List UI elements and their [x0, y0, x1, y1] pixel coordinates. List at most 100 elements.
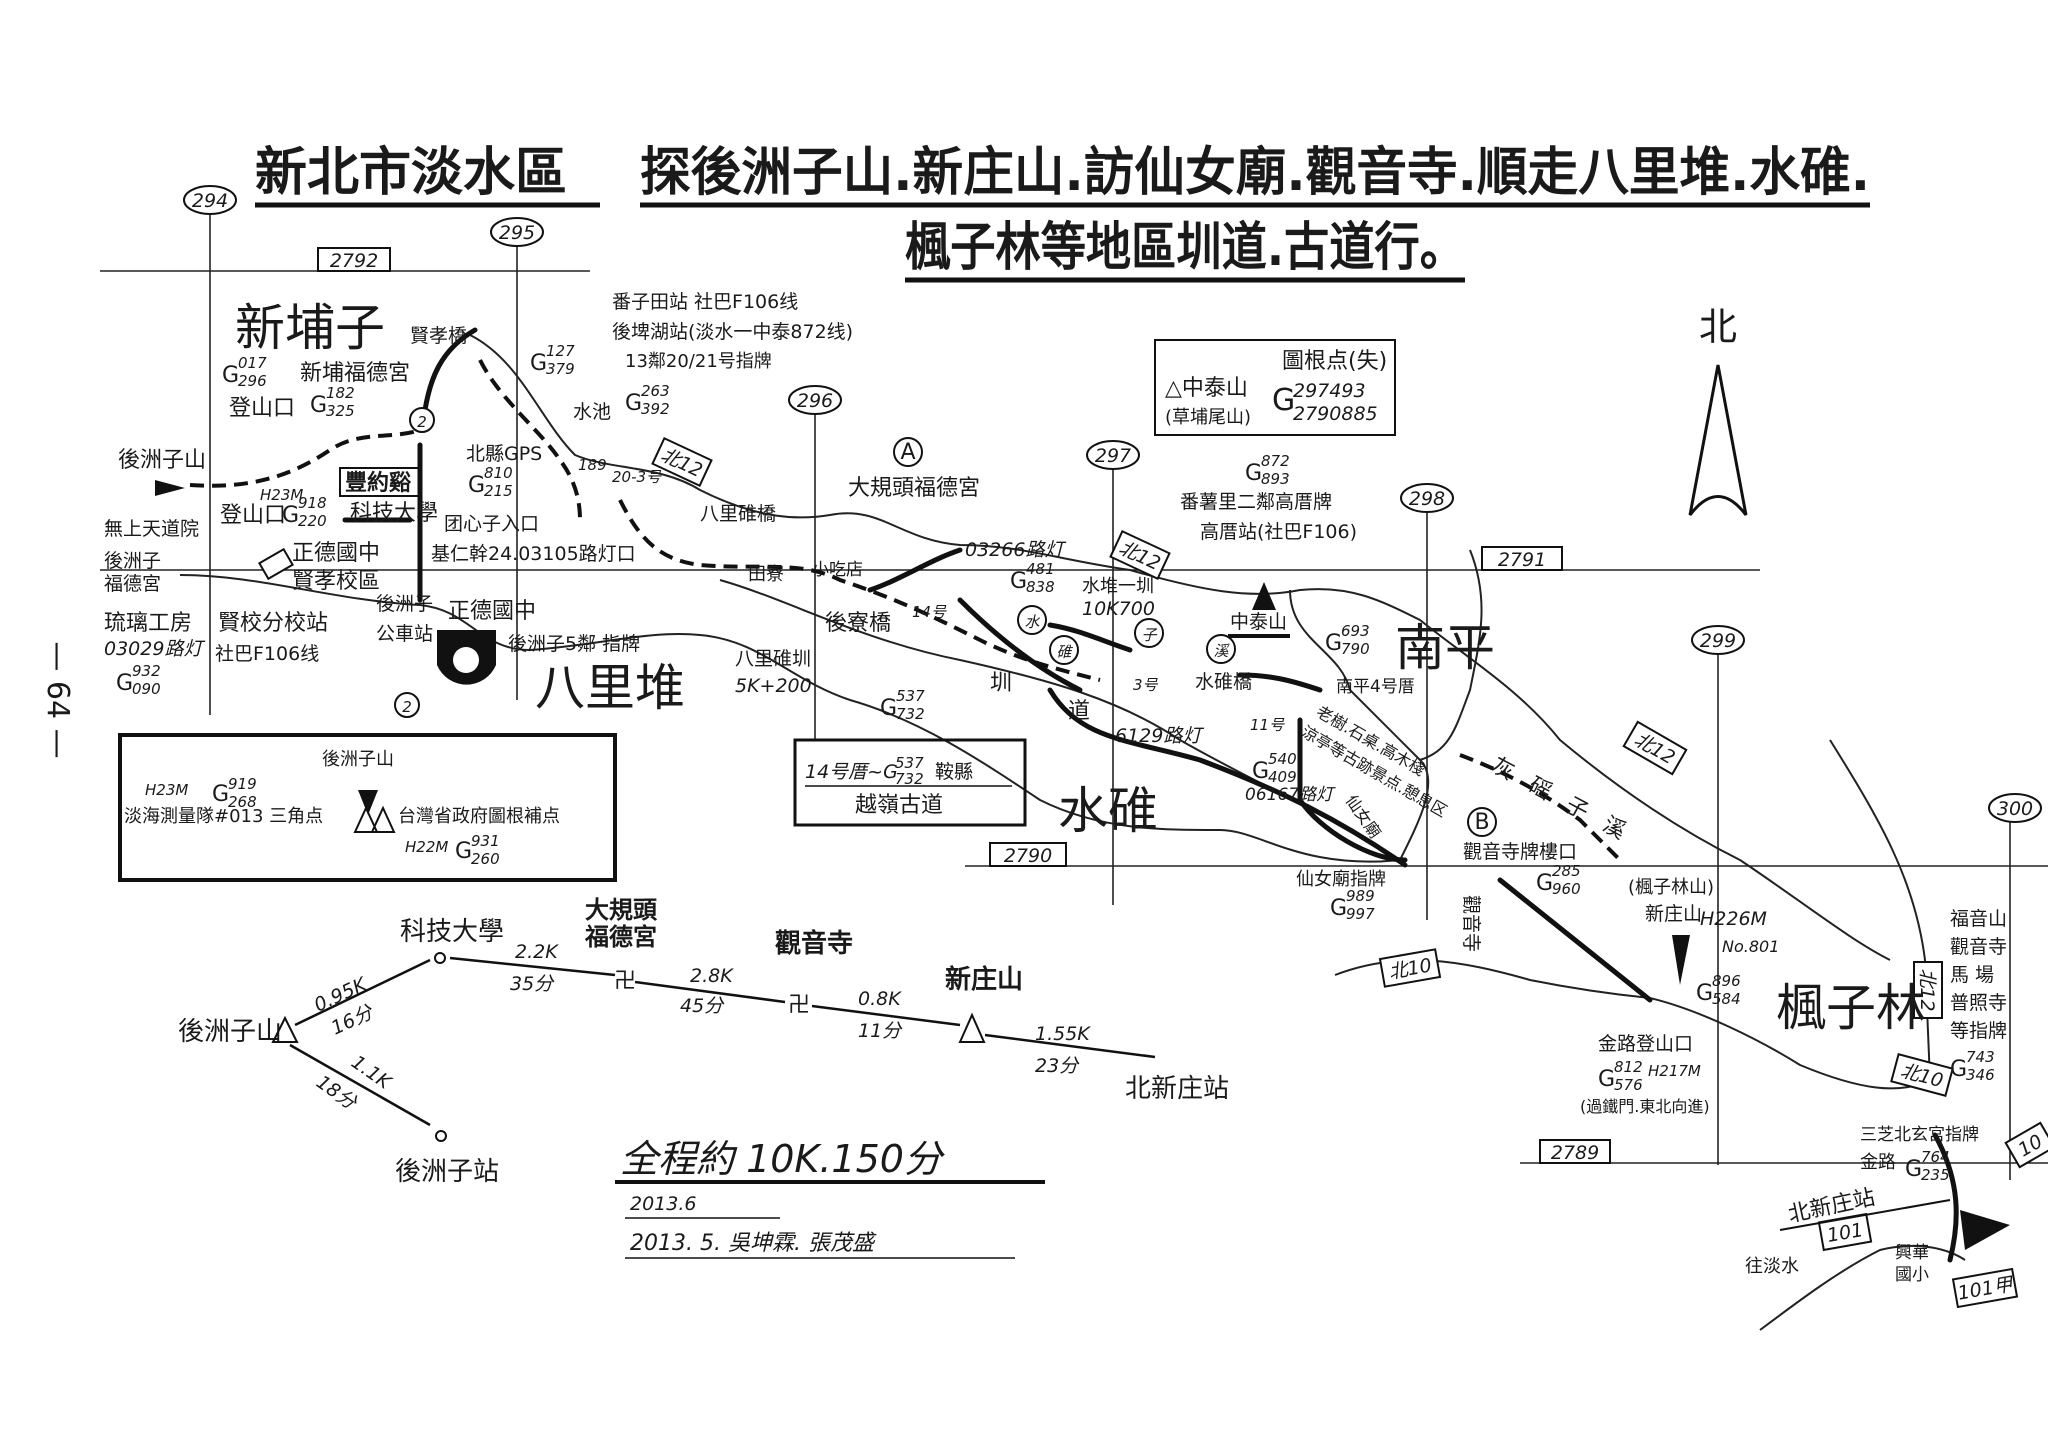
map-mark [490, 217, 544, 247]
map-label: 琉璃工房 [104, 611, 192, 636]
map-label: 2.2K [515, 941, 559, 963]
map-label: G [1252, 759, 1269, 784]
map-label: 淡海測量隊#013 三角点 [124, 806, 323, 827]
map-label: 295 [499, 222, 535, 244]
map-label: 賢孝校區 [292, 569, 380, 594]
map-label: 1.1K [347, 1051, 396, 1094]
peak-flag-icon [155, 480, 185, 496]
map-label: G [222, 363, 239, 388]
nanping-path [1289, 589, 1430, 861]
map-label: H23M [260, 486, 303, 504]
map-label: 235 [1921, 1166, 1950, 1184]
map-label: 2789 [1551, 1142, 1599, 1164]
map-label: 409 [1268, 768, 1297, 786]
trail-section [422, 327, 478, 413]
canal-char-marker: 碓 [1049, 635, 1079, 665]
northing-label-2790: 2790 [989, 842, 1067, 867]
road-sign-bei12: 北12 [651, 436, 713, 488]
map-mark [183, 185, 237, 215]
map-label: 537 [895, 754, 924, 772]
map-mark [1988, 793, 2042, 823]
map-label: 社巴F106线 [215, 643, 319, 665]
map-label: G [455, 839, 472, 864]
trail-guanyin-xinzhuang [1497, 877, 1653, 1003]
map-mark [1481, 546, 1563, 571]
map-label: 872 [1261, 452, 1290, 470]
map-mark [453, 647, 479, 673]
trail-ridge [478, 359, 582, 521]
map-label: 540 [1268, 750, 1297, 768]
map-mark [793, 738, 1027, 827]
map-label: 10K700 [1082, 598, 1155, 620]
map-label: H217M [1648, 1062, 1701, 1080]
road-signs: 北12 北12 北12 北12 北10 北10 101 101甲 10 [651, 436, 2048, 1309]
map-label: 296 [797, 390, 833, 412]
map-label: 灰磘子溪 [1487, 753, 1647, 854]
map-label: 田寮 [748, 564, 784, 585]
map-mark [989, 842, 1067, 867]
trail-houzhouzi [189, 428, 421, 488]
map-label: 小吃店 [812, 560, 863, 580]
map-label: 三芝北玄宮指牌 [1860, 1125, 1979, 1145]
map-label: 017 [238, 354, 267, 372]
map-label: G [1325, 631, 1342, 656]
map-label: 812 [1614, 1058, 1643, 1076]
map-label: 732 [895, 770, 924, 788]
map-mark [788, 385, 842, 415]
trail-xiannv [1047, 687, 1408, 868]
map-label: 鞍縣 [935, 761, 973, 783]
map-label: G [212, 782, 229, 807]
map-label: 584 [1712, 990, 1741, 1008]
map-label: 2 [402, 698, 412, 716]
easting-label-298: 298 [1400, 483, 1454, 513]
map-label: 子 [1141, 626, 1157, 644]
map-label: 水碓橋 [1195, 671, 1252, 693]
map-label: 仙女廟 [1342, 791, 1385, 841]
page-number: — 64 — [40, 641, 75, 758]
map-label: 後埤湖站(淡水一中泰872线) [612, 321, 853, 343]
map-label: 後洲子山 [322, 749, 394, 770]
title-route-line1: 探後洲子山.新庄山.訪仙女廟.觀音寺.順走八里堆.水碓. [640, 143, 1870, 203]
map-label: 後洲子 [376, 593, 433, 615]
map-label: G [880, 696, 897, 721]
trail-a [867, 547, 963, 593]
map-label: 团心子入口 [444, 513, 539, 535]
map-label: 水堆一圳 [1082, 576, 1154, 597]
road-sign-10: 10 [2004, 1121, 2048, 1169]
temple-icon: 卍 [788, 993, 810, 1018]
map-mark [634, 980, 786, 1004]
map-label: H226M [1700, 908, 1767, 930]
map-mark [1913, 961, 1943, 1019]
map-label: 八里碓橋 [700, 503, 776, 525]
map-label: 268 [228, 793, 257, 811]
map-label: 水 [1024, 613, 1040, 631]
map-label: 新庄山 [945, 964, 1023, 995]
map-label: 觀音寺牌樓口 [1463, 841, 1577, 863]
revision-date: 2013.6 [630, 1193, 696, 1215]
map-label: 6129路灯 [1115, 725, 1204, 747]
map-label: 299 [1700, 630, 1736, 652]
map-label: 03266路灯 [965, 539, 1066, 561]
map-label: 觀音寺 [1950, 936, 2007, 958]
map-label: 高厝站(社巴F106) [1200, 521, 1357, 543]
map-label: 大規頭福德宮 [848, 476, 980, 501]
map-label: 碓 [1056, 643, 1073, 661]
northing-label-2789: 2789 [1539, 1139, 1611, 1164]
map-label: 2790885 [1293, 403, 1378, 425]
map-label: 297493 [1293, 380, 1366, 402]
map-label: 215 [484, 482, 513, 500]
map-label: 登山口 [229, 396, 295, 421]
map-label: G [625, 391, 642, 416]
trails [189, 327, 1959, 1263]
map-label: 918 [298, 494, 327, 512]
northing-label-2791: 2791 [1481, 546, 1563, 571]
map-mark [339, 467, 421, 497]
